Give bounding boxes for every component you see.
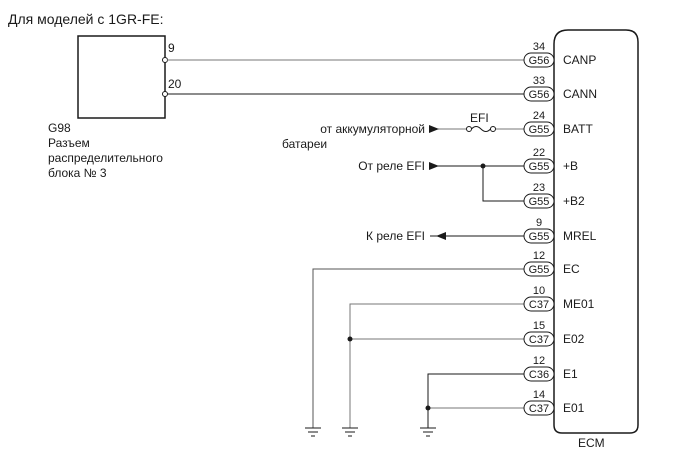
diagram-title: Для моделей с 1GR-FE: — [8, 11, 164, 27]
ecm-terminal-b2: G55 23 +B2 — [523, 182, 585, 209]
junction-dot-icon — [480, 163, 486, 169]
g98-desc-2: распределительного — [48, 151, 163, 165]
pin-number: 34 — [533, 41, 545, 53]
g98-pin-20: 20 — [168, 77, 182, 91]
connector-pill — [523, 261, 555, 277]
pin-number: 23 — [533, 182, 545, 194]
ground-icon — [342, 427, 358, 437]
to-relay-label: К реле EFI — [366, 229, 425, 243]
connector-id: G55 — [529, 161, 550, 173]
connector-id: C37 — [529, 403, 549, 415]
connector-id: G55 — [529, 231, 550, 243]
terminal-name: +B2 — [563, 194, 585, 208]
fuse-icon — [466, 126, 496, 132]
from-relay-label: От реле EFI — [358, 159, 425, 173]
terminal-name: E1 — [563, 367, 578, 381]
pin-number: 15 — [533, 320, 545, 332]
terminal-name: CANN — [563, 87, 597, 101]
connector-id: C36 — [529, 369, 549, 381]
arrow-left-icon — [436, 232, 446, 240]
terminal-name: +B — [563, 159, 578, 173]
ecm-label: ECM — [578, 436, 605, 450]
connector-id: G55 — [529, 124, 550, 136]
junction-dot-icon — [347, 336, 353, 342]
connector-id: G55 — [529, 264, 550, 276]
ground-icon — [420, 427, 436, 437]
pin-number: 22 — [533, 147, 545, 159]
pin-terminal-icon — [162, 57, 168, 63]
pin-number: 33 — [533, 75, 545, 87]
connector-id: G56 — [529, 55, 550, 67]
pin-terminal-icon — [162, 91, 168, 97]
connector-pill — [523, 193, 555, 209]
pin-number: 12 — [533, 355, 545, 367]
pin-number: 10 — [533, 285, 545, 297]
connector-pill — [523, 366, 555, 382]
connector-pill — [523, 121, 555, 137]
g98-pin-9: 9 — [168, 41, 175, 55]
terminal-name: E01 — [563, 401, 585, 415]
connector-pill — [523, 331, 555, 347]
ecm-terminal-b: G55 22 +B — [523, 147, 578, 174]
connector-id: G55 — [529, 196, 550, 208]
terminal-name: E02 — [563, 332, 585, 346]
g98-id: G98 — [48, 121, 71, 135]
ecm-box — [553, 29, 639, 434]
pin-number: 14 — [533, 389, 545, 401]
junction-block-connector — [77, 35, 166, 119]
wires — [167, 59, 524, 428]
connector-pill — [523, 400, 555, 416]
battery-label-2: батареи — [282, 137, 327, 151]
pin-number: 9 — [536, 217, 542, 229]
terminal-name: EC — [563, 262, 580, 276]
terminal-name: BATT — [563, 122, 593, 136]
connector-pill — [523, 52, 555, 68]
arrow-right-icon — [429, 125, 439, 133]
fuse-label: EFI — [470, 111, 489, 125]
connector-pill — [523, 158, 555, 174]
connector-id: C37 — [529, 299, 549, 311]
junction-dot-icon — [425, 405, 431, 411]
g98-desc-3: блока № 3 — [48, 166, 107, 180]
connector-id: C37 — [529, 334, 549, 346]
connector-pill — [523, 86, 555, 102]
arrow-right-icon — [429, 162, 439, 170]
g98-desc-1: Разъем — [48, 136, 90, 150]
connector-id: G56 — [529, 89, 550, 101]
terminal-name: CANP — [563, 53, 596, 67]
ground-icon — [305, 427, 321, 437]
battery-label-1: от аккумуляторной — [320, 122, 425, 136]
pin-number: 12 — [533, 250, 545, 262]
connector-pill — [523, 228, 555, 244]
terminal-name: MREL — [563, 229, 597, 243]
terminal-name: ME01 — [563, 297, 595, 311]
pin-number: 24 — [533, 110, 545, 122]
connector-pill — [523, 296, 555, 312]
